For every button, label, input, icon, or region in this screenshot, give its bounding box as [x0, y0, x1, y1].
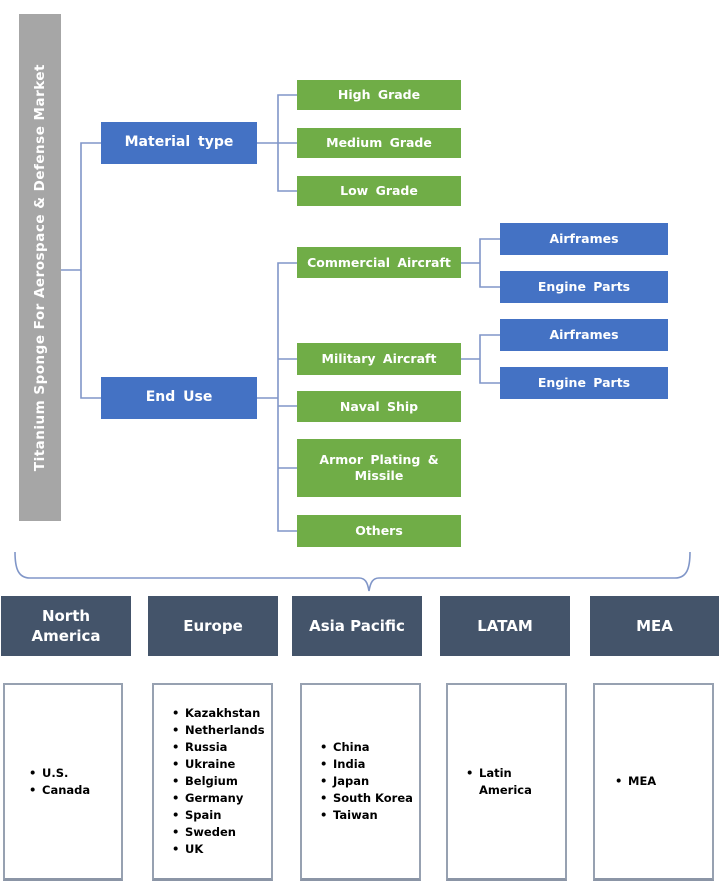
node-commercial-airframes: Airframes — [500, 223, 668, 255]
node-material-type: Material type — [101, 122, 257, 164]
country-item: Netherlands — [172, 722, 267, 739]
node-military-engine-parts: Engine Parts — [500, 367, 668, 399]
region-list-latam: Latin America — [446, 683, 567, 881]
country-item: Kazakhstan — [172, 705, 267, 722]
country-item: Ukraine — [172, 756, 267, 773]
region-list-asia-pacific: China India Japan South Korea Taiwan — [300, 683, 421, 881]
node-naval-ship: Naval Ship — [297, 391, 461, 422]
node-others: Others — [297, 515, 461, 547]
node-label: Airframes — [549, 231, 619, 247]
node-high-grade: High Grade — [297, 80, 461, 110]
country-item: Sweden — [172, 824, 267, 841]
node-medium-grade: Medium Grade — [297, 128, 461, 158]
country-list: China India Japan South Korea Taiwan — [302, 739, 419, 824]
region-header-north-america: North America — [1, 596, 131, 656]
country-item: MEA — [615, 773, 708, 790]
node-label: Low Grade — [340, 183, 418, 199]
country-list: MEA — [595, 773, 712, 790]
node-end-use: End Use — [101, 377, 257, 419]
country-item: UK — [172, 841, 267, 858]
country-list: U.S. Canada — [5, 765, 121, 799]
region-header-europe: Europe — [148, 596, 278, 656]
region-list-mea: MEA — [593, 683, 714, 881]
node-label: Others — [355, 523, 403, 539]
node-military-airframes: Airframes — [500, 319, 668, 351]
node-label: Naval Ship — [339, 398, 419, 414]
node-commercial-engine-parts: Engine Parts — [500, 271, 668, 303]
country-item: India — [320, 756, 415, 773]
market-title: Titanium Sponge For Aerospace & Defense … — [32, 63, 48, 472]
node-label: Armor Plating & Missile — [319, 452, 439, 483]
country-item: Germany — [172, 790, 267, 807]
node-low-grade: Low Grade — [297, 176, 461, 206]
region-list-europe: Kazakhstan Netherlands Russia Ukraine Be… — [152, 683, 273, 881]
node-label: Military Aircraft — [321, 351, 437, 367]
country-item: Spain — [172, 807, 267, 824]
country-item: Latin America — [466, 765, 537, 799]
node-label: Commercial Aircraft — [307, 254, 451, 270]
node-label: End Use — [145, 389, 213, 406]
region-header-latam: LATAM — [440, 596, 570, 656]
country-item: Canada — [29, 782, 117, 799]
node-label: Engine Parts — [537, 375, 631, 391]
region-name: MEA — [636, 616, 673, 635]
region-name: Asia Pacific — [309, 616, 405, 635]
region-header-asia-pacific: Asia Pacific — [292, 596, 422, 656]
country-item: Japan — [320, 773, 415, 790]
node-commercial-aircraft: Commercial Aircraft — [297, 247, 461, 278]
region-header-mea: MEA — [590, 596, 719, 656]
region-name: Europe — [183, 616, 243, 635]
node-label: Material type — [124, 134, 234, 151]
country-item: China — [320, 739, 415, 756]
market-title-bar: Titanium Sponge For Aerospace & Defense … — [19, 14, 61, 521]
node-label: Airframes — [549, 327, 619, 343]
node-military-aircraft: Military Aircraft — [297, 343, 461, 375]
region-list-north-america: U.S. Canada — [3, 683, 123, 881]
country-list: Latin America — [448, 765, 565, 799]
node-label: High Grade — [337, 87, 421, 103]
country-item: Belgium — [172, 773, 267, 790]
country-item: Taiwan — [320, 807, 415, 824]
region-name: LATAM — [477, 616, 533, 635]
country-item: Russia — [172, 739, 267, 756]
country-item: South Korea — [320, 790, 415, 807]
node-label: Engine Parts — [537, 279, 631, 295]
country-item: U.S. — [29, 765, 117, 782]
node-armor-plating-missile: Armor Plating & Missile — [297, 439, 461, 497]
region-name: North America — [31, 606, 101, 645]
node-label: Medium Grade — [326, 135, 432, 151]
country-list: Kazakhstan Netherlands Russia Ukraine Be… — [154, 705, 271, 858]
